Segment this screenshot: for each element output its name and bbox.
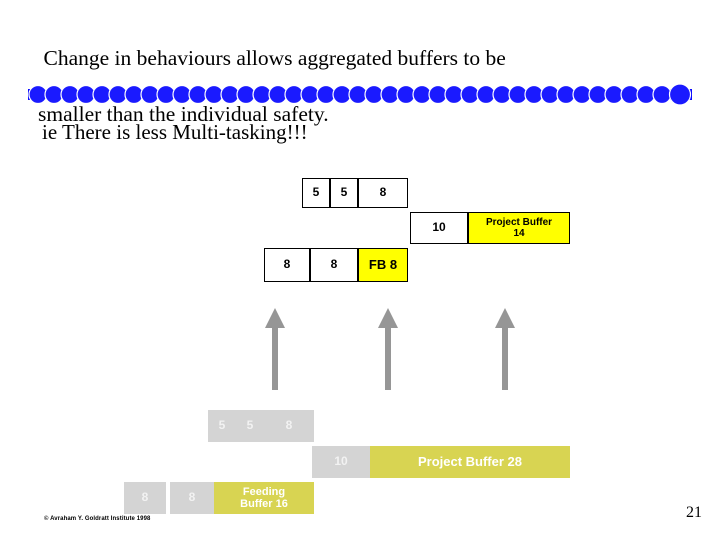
bead-divider <box>28 84 692 106</box>
top-task-box-3: 8 <box>358 178 408 208</box>
top-feeding-task-box-2: 8 <box>310 248 358 282</box>
bottom-task-box-4: 10 <box>312 446 370 478</box>
page-title: Change in behaviours allows aggregated b… <box>22 16 692 184</box>
title-line-1: Change in behaviours allows aggregated b… <box>43 46 506 70</box>
top-task-box-2: 5 <box>330 178 358 208</box>
up-arrow-icon-1 <box>264 308 286 390</box>
page-number: 21 <box>686 504 702 521</box>
bottom-feeding-task-box-1: 8 <box>124 482 166 514</box>
title-line-2: smaller than the individual safety. <box>38 102 329 126</box>
bottom-task-box-2: 5 <box>236 410 264 442</box>
top-feeding-buffer: FB 8 <box>358 248 408 282</box>
top-feeding-task-box-1: 8 <box>264 248 310 282</box>
top-task-box-4: 10 <box>410 212 468 244</box>
copyright-notice: © Avraham Y. Goldratt Institute 1998 <box>44 516 151 522</box>
bottom-feeding-buffer: Feeding Buffer 16 <box>214 482 314 514</box>
bottom-task-box-3: 8 <box>264 410 314 442</box>
top-project-buffer: Project Buffer 14 <box>468 212 570 244</box>
bottom-task-box-1: 5 <box>208 410 236 442</box>
subtitle-text: ie There is less Multi-tasking!!! <box>42 120 308 144</box>
top-task-box-1: 5 <box>302 178 330 208</box>
bottom-feeding-task-box-2: 8 <box>170 482 214 514</box>
up-arrow-icon-2 <box>377 308 399 390</box>
bottom-project-buffer: Project Buffer 28 <box>370 446 570 478</box>
up-arrow-icon-3 <box>494 308 516 390</box>
